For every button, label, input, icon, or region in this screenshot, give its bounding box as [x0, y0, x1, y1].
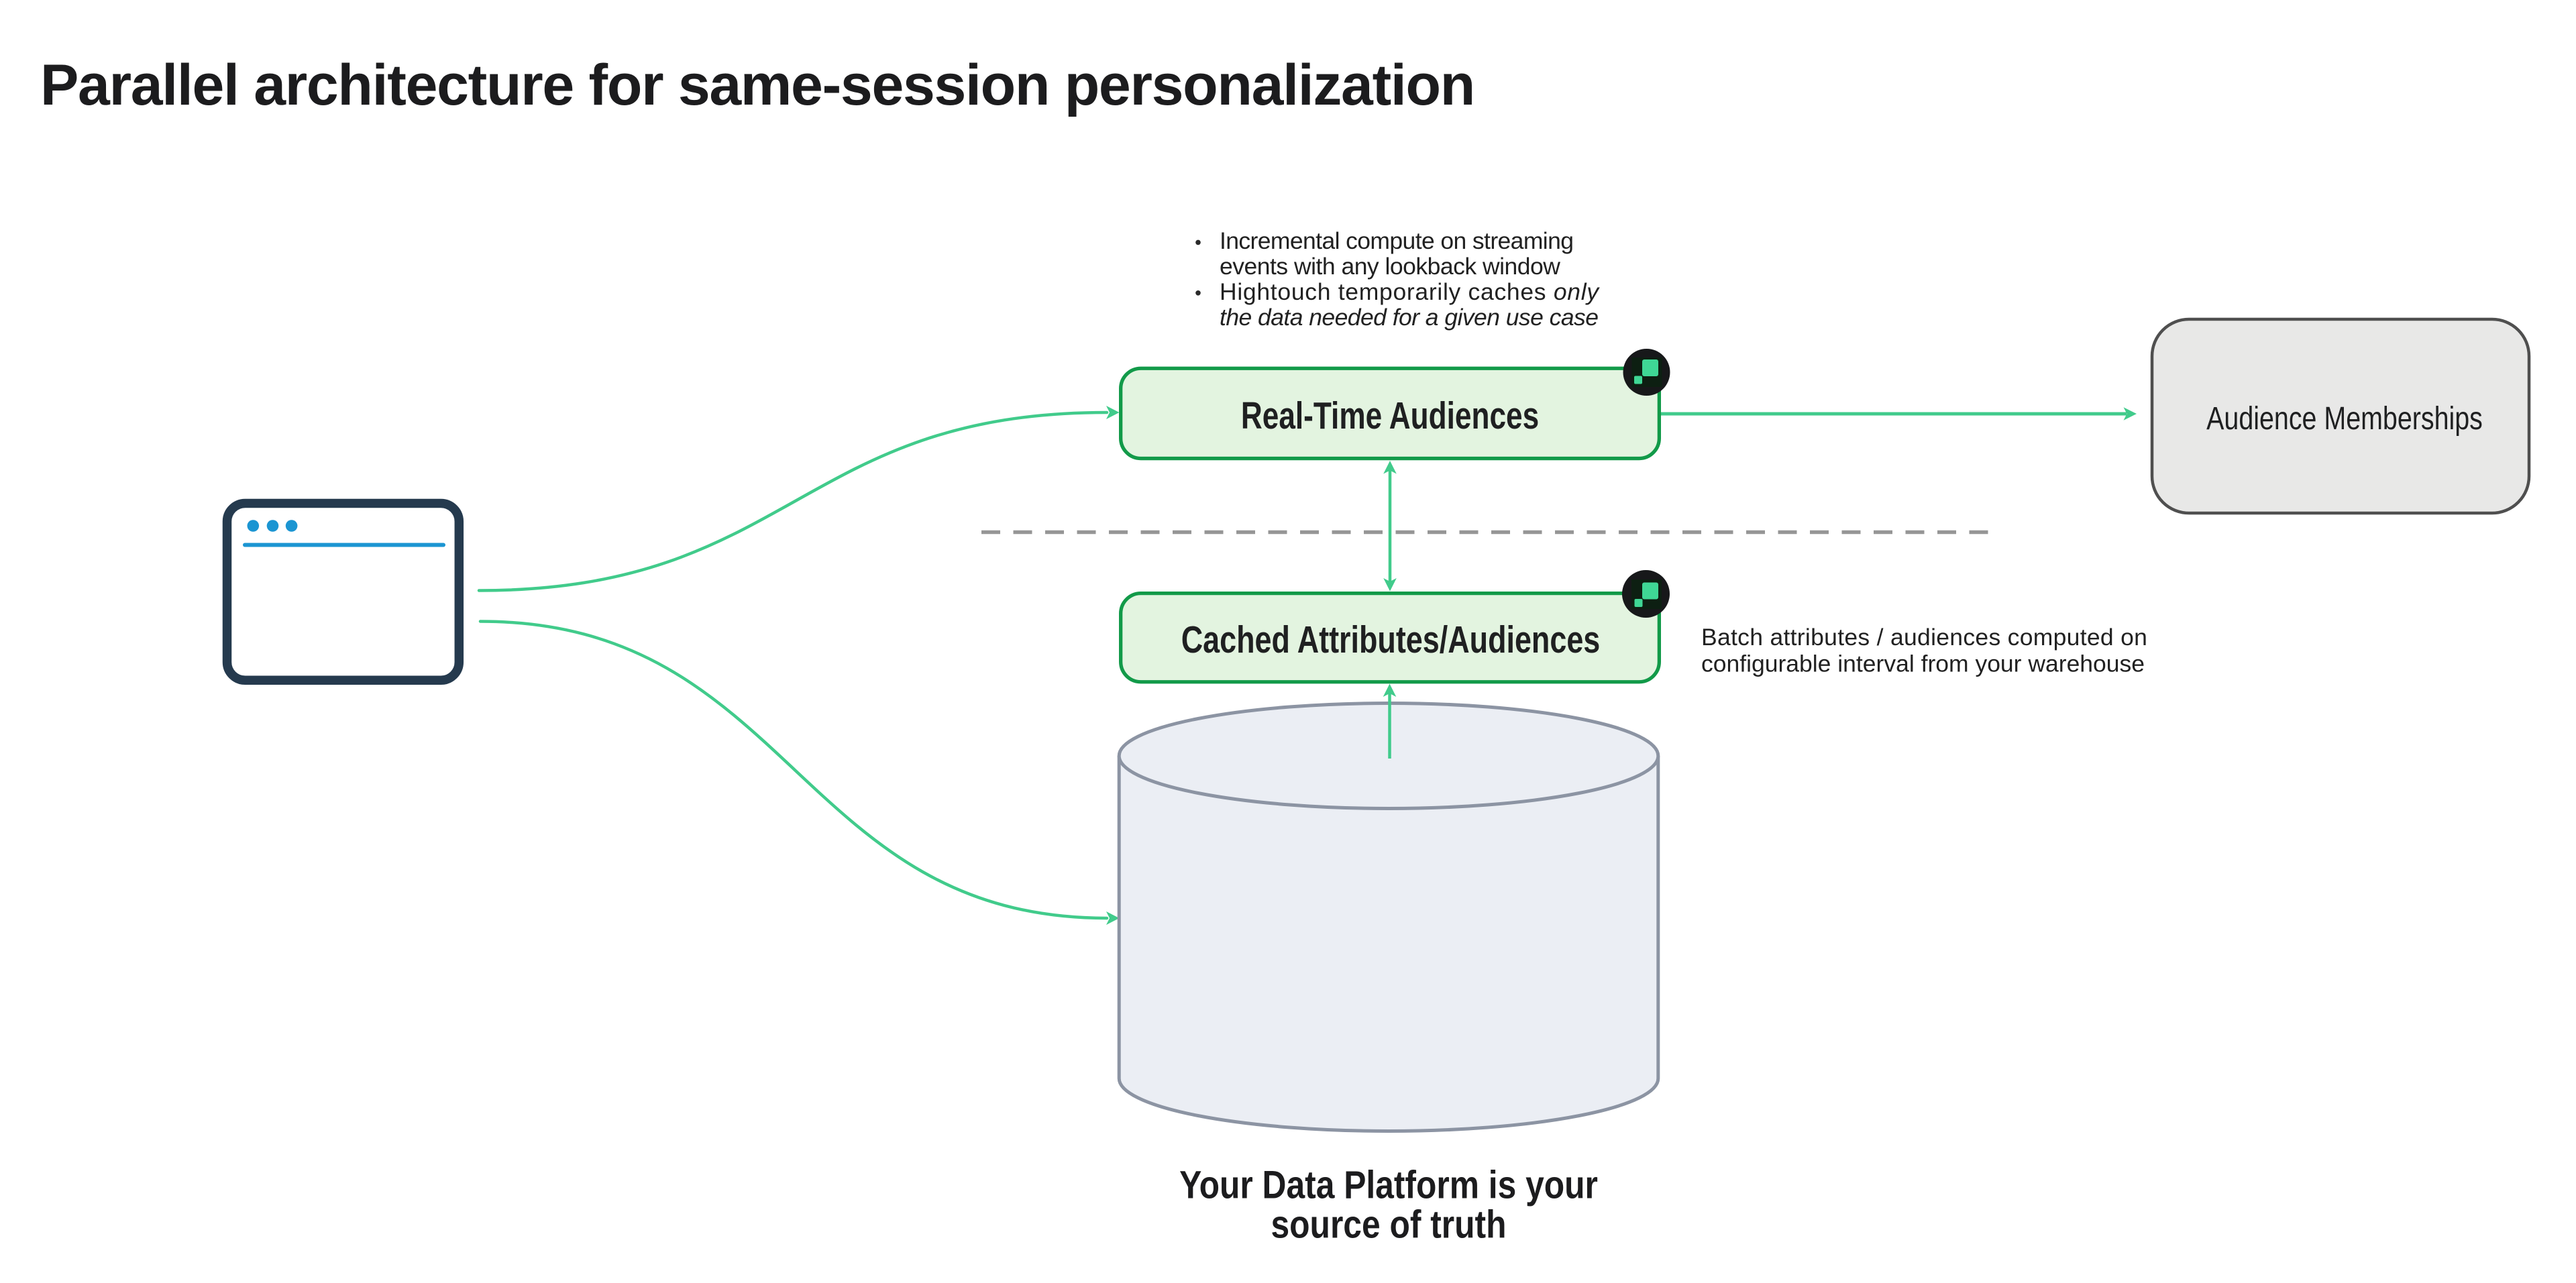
svg-text:Audience Memberships: Audience Memberships — [2206, 400, 2483, 437]
svg-text:Incremental compute on streami: Incremental compute on streaming — [1220, 227, 1573, 254]
svg-text:Real-Time Audiences: Real-Time Audiences — [1241, 394, 1539, 437]
svg-text:Cached Attributes/Audiences: Cached Attributes/Audiences — [1181, 618, 1601, 661]
svg-text:configurable interval from you: configurable interval from your warehous… — [1701, 651, 2145, 677]
svg-text:Hightouch temporarily caches o: Hightouch temporarily caches only — [1220, 278, 1600, 305]
svg-text:Parallel architecture for same: Parallel architecture for same-session p… — [40, 53, 1474, 117]
svg-text:source of truth: source of truth — [1271, 1203, 1507, 1246]
svg-text:the data needed for a given us: the data needed for a given use case — [1220, 304, 1598, 331]
svg-text:Your Data Platform is your: Your Data Platform is your — [1179, 1164, 1598, 1207]
svg-text:events with any lookback windo: events with any lookback window — [1220, 253, 1560, 280]
svg-text:Batch attributes / audiences c: Batch attributes / audiences computed on — [1701, 624, 2147, 651]
